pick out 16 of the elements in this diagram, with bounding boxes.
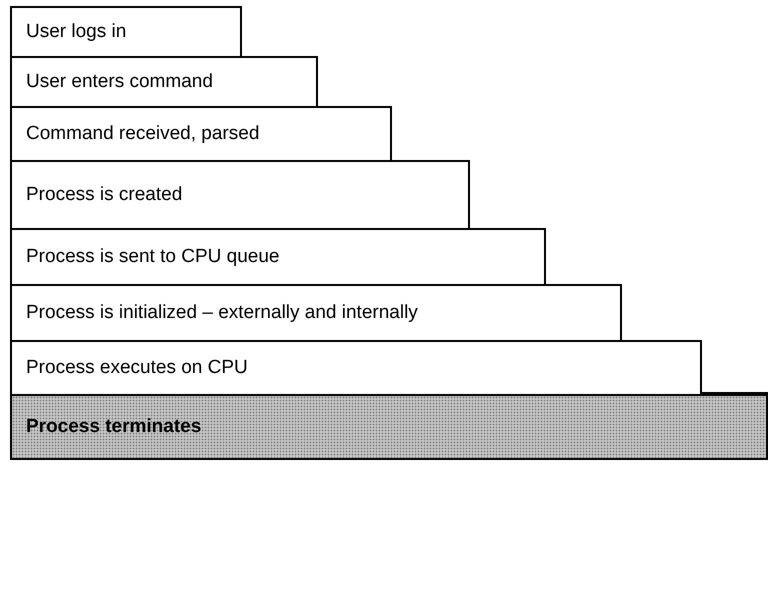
step-label: Process is created (25, 184, 182, 206)
step-label: Process is sent to CPU queue (25, 246, 280, 268)
step-box (10, 6, 242, 58)
step-box (10, 340, 702, 396)
step-box (10, 284, 622, 342)
step-box (10, 56, 318, 108)
step-box (10, 106, 392, 162)
step-box (10, 160, 470, 230)
step-label: Command received, parsed (25, 123, 260, 145)
step-label: Process is initialized – externally and internally (25, 302, 418, 324)
step-label: Process executes on CPU (25, 357, 248, 379)
step-label: User logs in (25, 21, 126, 43)
step-label: Process terminates (25, 416, 202, 438)
shaded-step-box (10, 392, 768, 460)
step-label: User enters command (25, 71, 213, 93)
step-box (10, 228, 546, 286)
